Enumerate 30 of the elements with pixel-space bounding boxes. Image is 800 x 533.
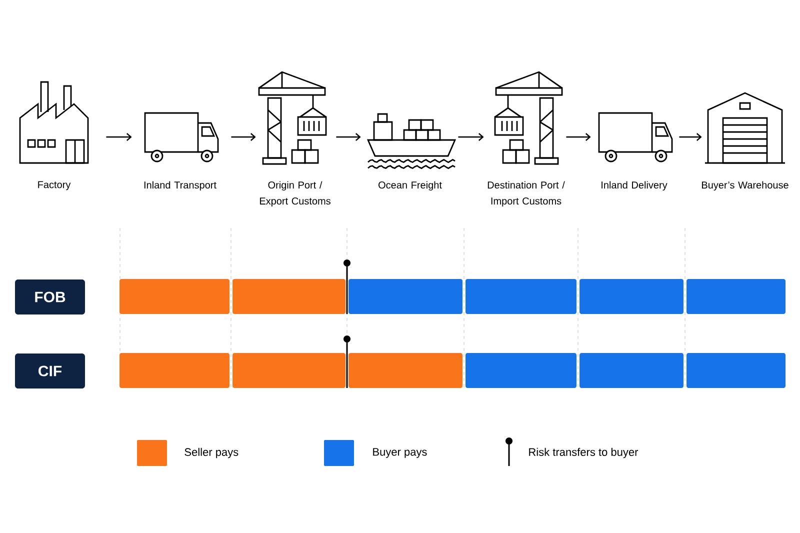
cost-bar bbox=[466, 279, 576, 314]
legend-label: Buyer pays bbox=[373, 448, 427, 458]
cost-bar bbox=[686, 353, 786, 388]
cost-bar bbox=[466, 353, 576, 388]
arrow bbox=[106, 133, 132, 141]
arrow bbox=[231, 133, 256, 141]
cost-bar bbox=[232, 279, 346, 314]
cost-bar bbox=[686, 279, 786, 314]
cost-bar bbox=[580, 279, 684, 314]
cost-bar bbox=[232, 353, 346, 388]
stage-label: Factory bbox=[38, 181, 71, 190]
cost-bar bbox=[120, 279, 230, 314]
stage-label: Inland Transport bbox=[144, 181, 216, 191]
arrow bbox=[679, 133, 702, 141]
term-badge: FOB bbox=[15, 280, 85, 314]
stage-label: Origin Port / Export Customs bbox=[260, 181, 330, 207]
arrow bbox=[566, 133, 591, 141]
cost-bar bbox=[580, 353, 684, 388]
cost-bar bbox=[120, 353, 230, 388]
term-badge: CIF bbox=[15, 354, 85, 388]
stage-label: Buyer’s Warehouse bbox=[702, 181, 788, 191]
arrow bbox=[336, 133, 361, 141]
cost-bar bbox=[348, 353, 462, 388]
stage-label: Destination Port / Import Customs bbox=[488, 181, 565, 207]
legend-label: Seller pays bbox=[184, 448, 238, 458]
arrow bbox=[458, 133, 484, 141]
legend-label: Risk transfers to buyer bbox=[529, 448, 638, 458]
stage-label: Inland Delivery bbox=[602, 181, 668, 191]
cost-bar bbox=[348, 279, 462, 314]
stage-label: Ocean Freight bbox=[378, 181, 442, 191]
